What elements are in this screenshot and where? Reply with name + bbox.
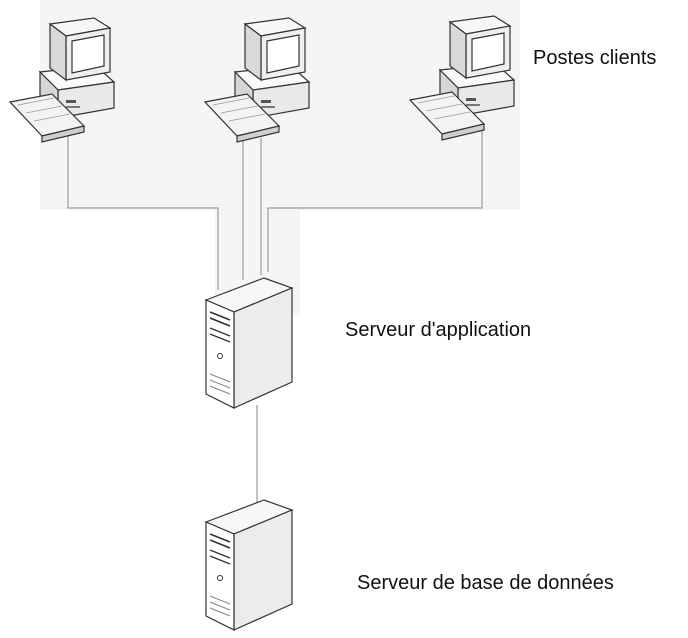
db-server-icon (205, 499, 293, 631)
connection-lines (67, 128, 483, 505)
client-2-icon (204, 17, 310, 143)
clients-label: Postes clients (533, 47, 657, 69)
app-server-icon (205, 277, 293, 409)
app-server-label: Serveur d'application (345, 319, 532, 341)
client-3-icon (409, 15, 515, 141)
client-1-icon (9, 17, 115, 143)
link-client-3 (267, 128, 483, 272)
link-client-1 (67, 130, 219, 290)
db-server-label: Serveur de base de données (357, 572, 614, 594)
